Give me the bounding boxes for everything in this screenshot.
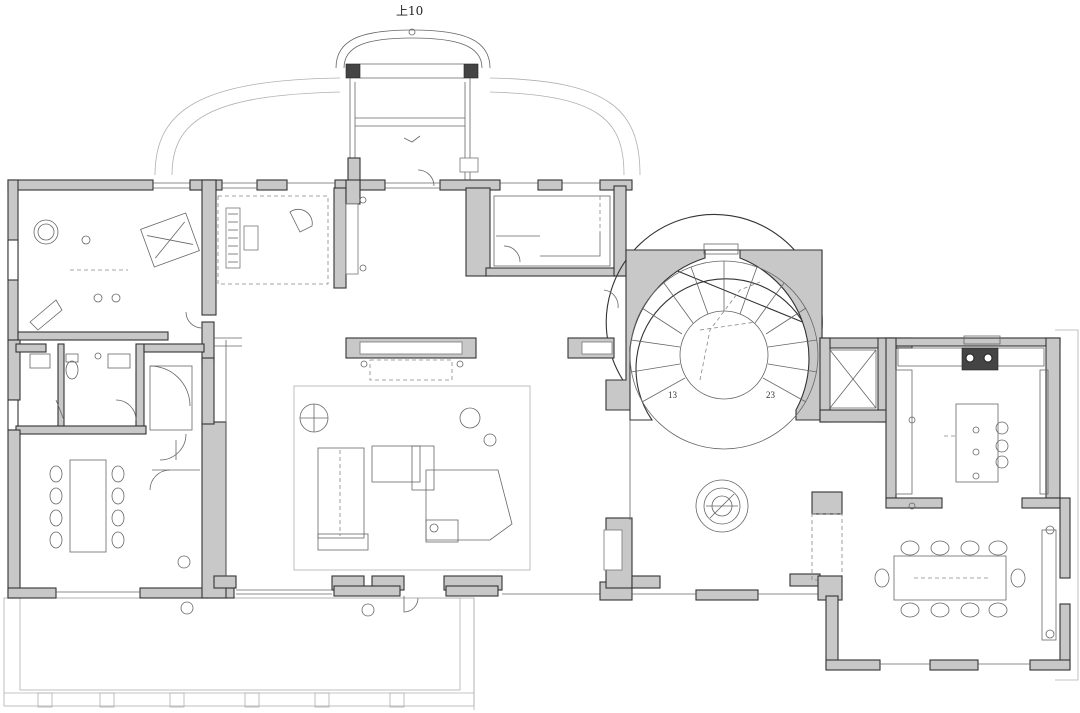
level-label: 上10 xyxy=(396,4,424,18)
study xyxy=(217,179,367,289)
bedroom-bottom-left xyxy=(7,421,235,615)
spiral-staircase: 13 23 xyxy=(567,213,823,450)
walls-top xyxy=(7,157,633,191)
entry-porch xyxy=(335,28,491,187)
site-outline xyxy=(3,77,1079,710)
walls-bottom-center xyxy=(213,517,821,617)
stair-marker-23: 23 xyxy=(766,390,776,400)
hall-lines xyxy=(159,337,631,576)
bathroom-left xyxy=(7,339,205,435)
kitchen xyxy=(885,335,1061,510)
living-area xyxy=(293,337,531,571)
bedroom-top-left xyxy=(7,179,217,363)
hall-ornament xyxy=(695,479,749,533)
dining-room xyxy=(811,491,1071,671)
closet-room xyxy=(465,185,627,277)
stair-treads xyxy=(630,261,818,403)
stair-marker-13: 13 xyxy=(668,390,678,400)
